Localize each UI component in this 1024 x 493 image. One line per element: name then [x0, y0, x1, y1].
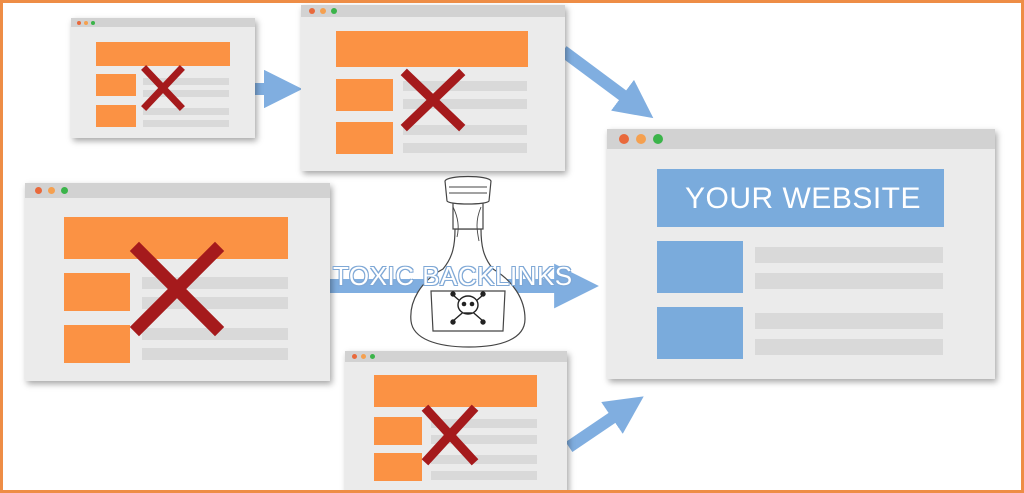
text-line [755, 247, 943, 263]
side-block [657, 241, 743, 293]
window-dot-red-icon [619, 134, 629, 144]
red-x-icon [129, 241, 225, 337]
your-website-label: YOUR WEBSITE [684, 182, 922, 215]
red-x-icon [421, 404, 479, 466]
text-line [403, 81, 527, 91]
side-block [336, 122, 393, 154]
text-line [143, 90, 229, 97]
side-block [96, 105, 136, 127]
window-dot-green-icon [91, 20, 95, 25]
source-window-2 [301, 5, 565, 171]
window-dot-green-icon [61, 187, 68, 194]
text-line [755, 313, 943, 329]
text-line [755, 273, 943, 289]
header-block [336, 31, 528, 67]
text-line [755, 339, 943, 355]
window-dot-orange-icon [636, 134, 646, 144]
target-website-window [607, 129, 995, 379]
window-dot-green-icon [653, 134, 663, 144]
text-line [431, 419, 537, 428]
header-block [657, 169, 944, 227]
text-line [142, 348, 288, 360]
window-titlebar [301, 5, 565, 17]
window-dot-orange-icon [361, 354, 366, 359]
text-line [143, 108, 229, 115]
window-titlebar [25, 183, 330, 198]
red-x-icon [400, 68, 466, 132]
side-block [96, 74, 136, 96]
text-line [142, 297, 288, 309]
side-block [336, 79, 393, 111]
text-line [143, 120, 229, 127]
text-line [431, 455, 537, 464]
text-line [431, 471, 537, 480]
window-titlebar [607, 129, 995, 149]
header-block [64, 217, 288, 259]
side-block [374, 453, 422, 481]
window-dot-red-icon [35, 187, 42, 194]
source-window-1 [71, 18, 255, 138]
arrow-2 [559, 46, 654, 119]
window-dot-orange-icon [320, 8, 326, 14]
window-dot-orange-icon [48, 187, 55, 194]
window-dot-orange-icon [84, 20, 88, 25]
source-window-4 [345, 351, 567, 490]
window-dot-green-icon [331, 8, 337, 14]
text-line [431, 435, 537, 444]
window-dot-red-icon [352, 354, 357, 359]
poison-bottle-icon [410, 175, 526, 348]
red-x-icon [141, 65, 185, 111]
text-line [403, 125, 527, 135]
header-block [96, 42, 230, 66]
side-block [64, 273, 130, 311]
header-block [374, 375, 537, 407]
arrow-4 [565, 396, 644, 452]
window-dot-green-icon [370, 354, 375, 359]
side-block [374, 417, 422, 445]
window-titlebar [345, 351, 567, 362]
window-dot-red-icon [309, 8, 315, 14]
window-titlebar [71, 18, 255, 27]
side-block [657, 307, 743, 359]
text-line [143, 78, 229, 85]
window-dot-red-icon [77, 20, 81, 25]
text-line [403, 143, 527, 153]
text-line [403, 99, 527, 109]
side-block [64, 325, 130, 363]
toxic-backlinks-label: TOXIC BACKLINKS [333, 261, 573, 291]
